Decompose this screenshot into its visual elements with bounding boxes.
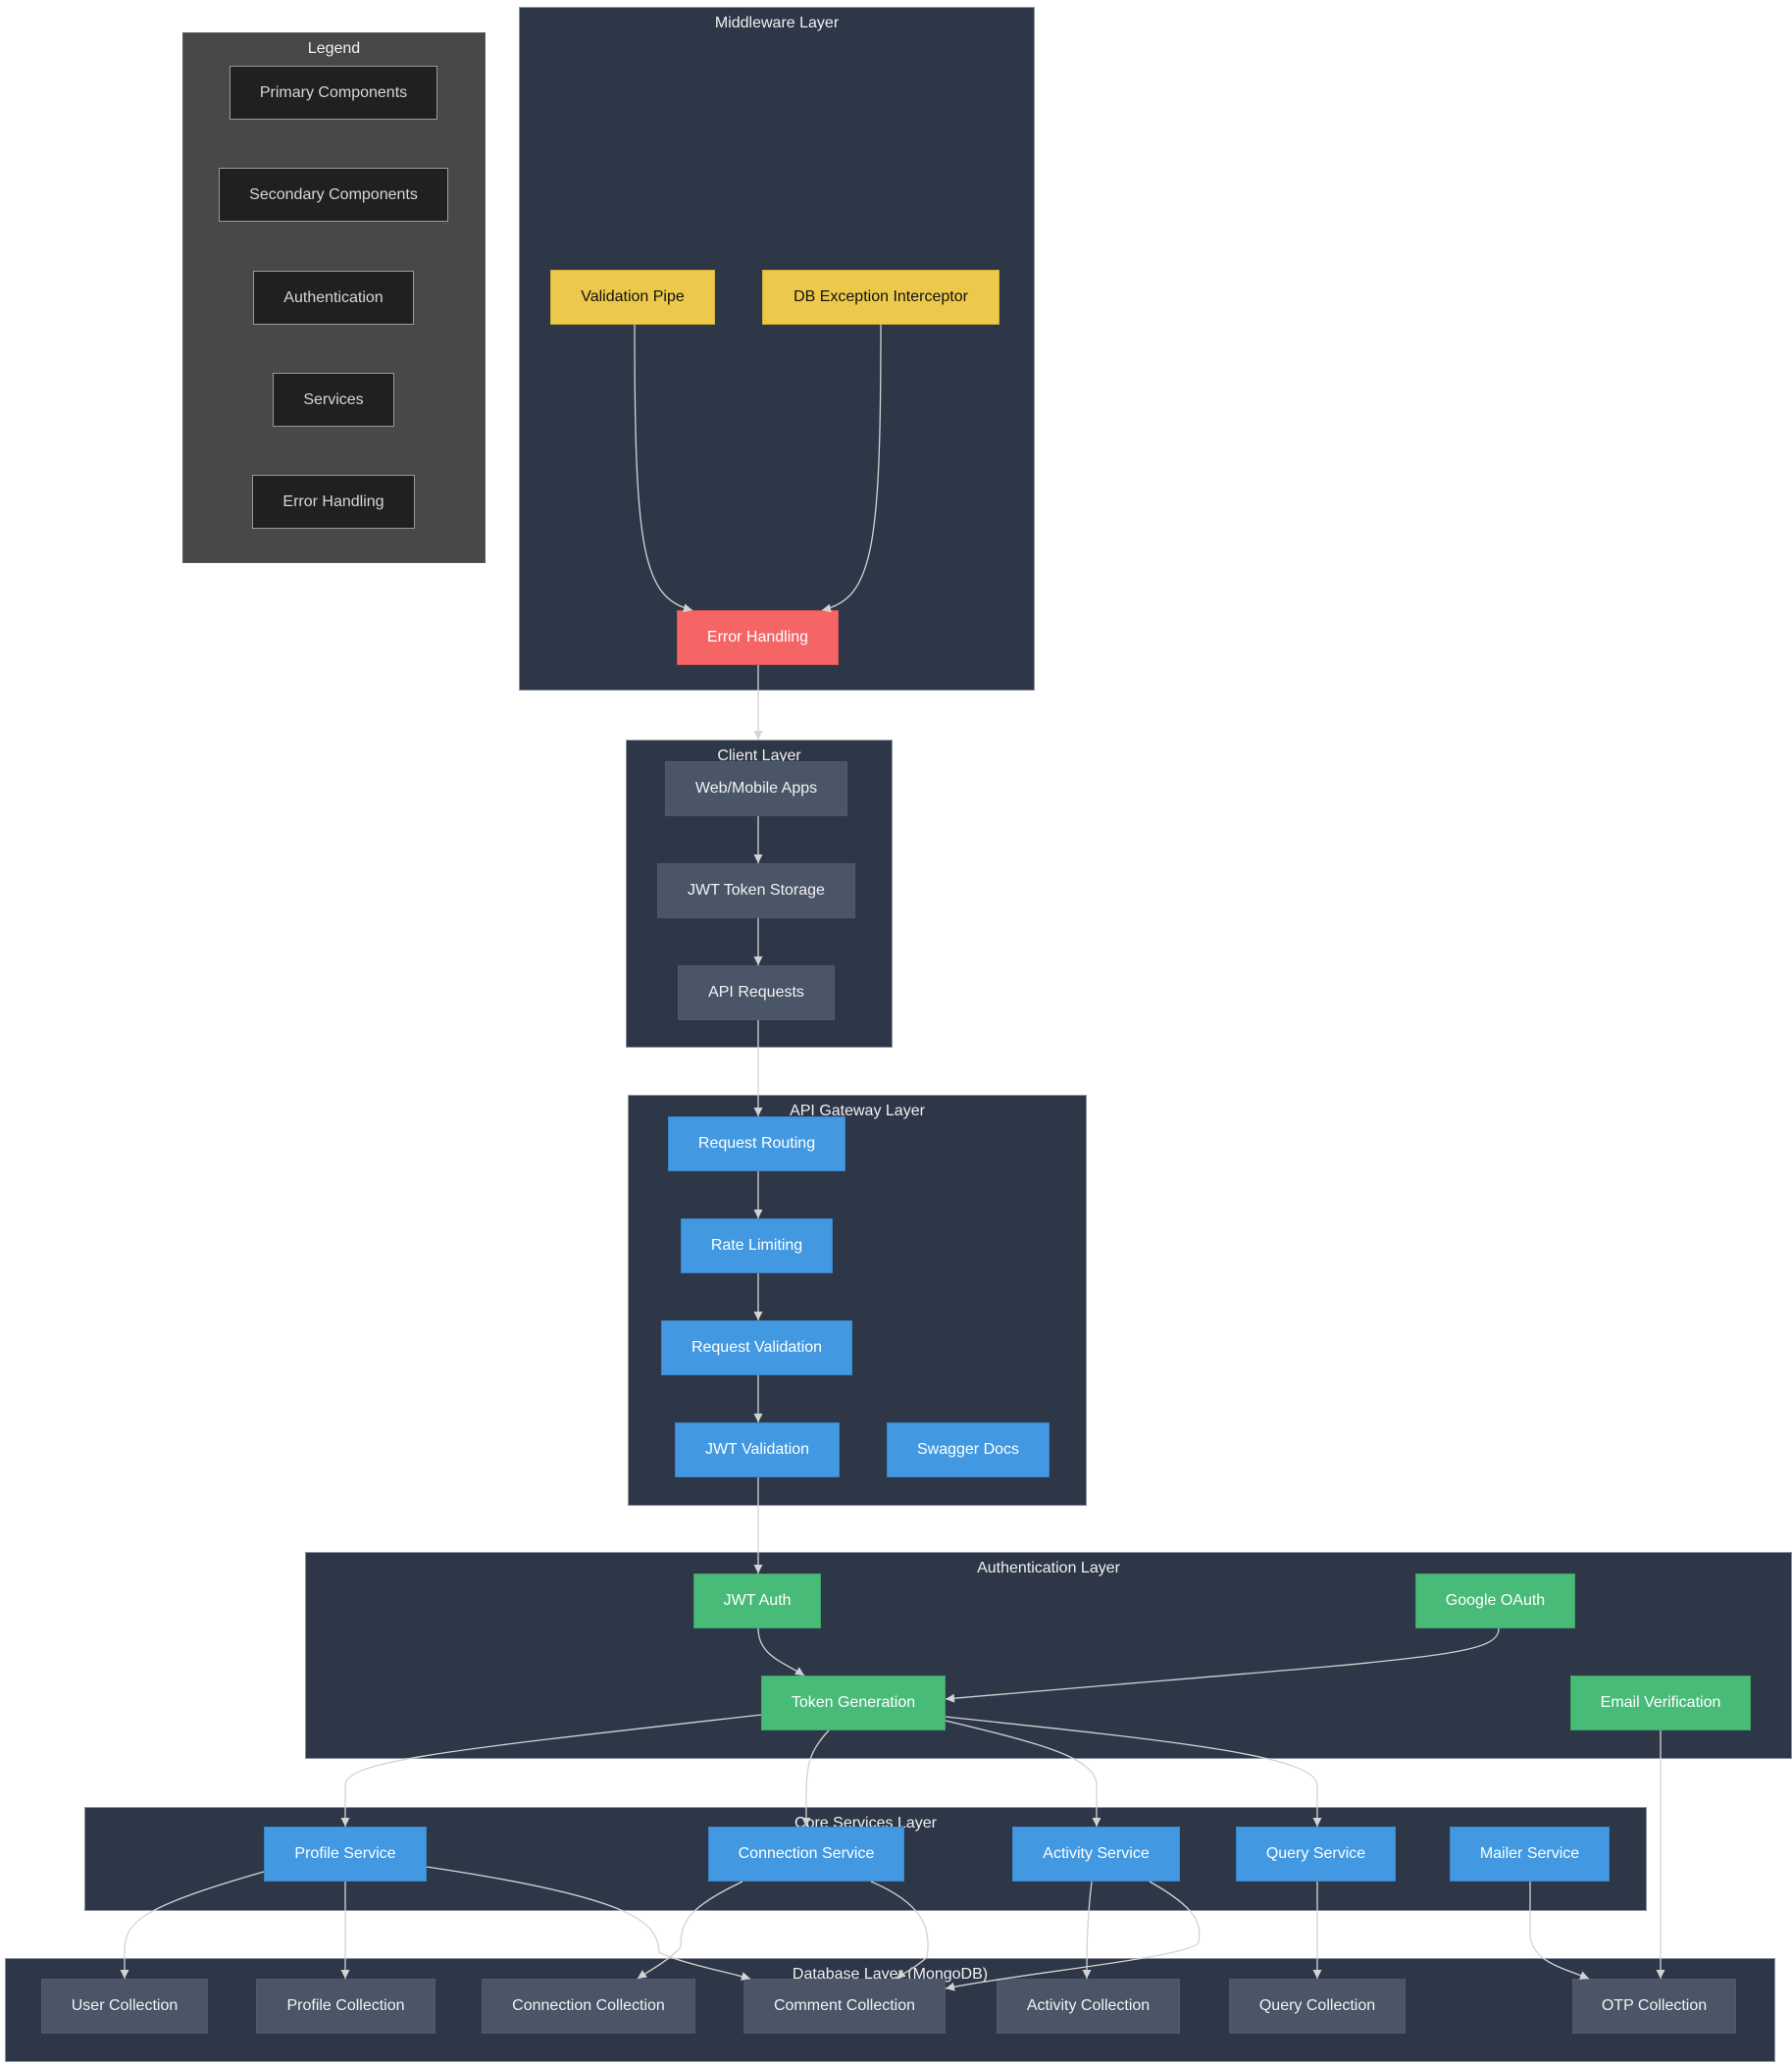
request-routing-node[interactable]: Request Routing (668, 1116, 845, 1171)
request-validation-node[interactable]: Request Validation (661, 1320, 852, 1375)
swagger-docs-node[interactable]: Swagger Docs (887, 1422, 1050, 1477)
token-generation-node[interactable]: Token Generation (761, 1676, 946, 1730)
connection-service-node[interactable]: Connection Service (708, 1827, 904, 1882)
jwt-auth-node[interactable]: JWT Auth (693, 1574, 821, 1628)
web-mobile-apps-node[interactable]: Web/Mobile Apps (665, 761, 847, 816)
middleware-layer-cluster: Middleware Layer (519, 7, 1035, 691)
legend-secondary-components: Secondary Components (219, 168, 448, 222)
activity-collection-node[interactable]: Activity Collection (997, 1979, 1180, 2034)
profile-service-node[interactable]: Profile Service (264, 1827, 427, 1882)
user-collection-node[interactable]: User Collection (41, 1979, 208, 2034)
arrowhead-icon (753, 731, 763, 740)
legend-title: Legend (307, 40, 361, 57)
legend-services: Services (273, 373, 394, 427)
rate-limiting-node[interactable]: Rate Limiting (681, 1218, 833, 1273)
authentication-layer-title: Authentication Layer (977, 1560, 1120, 1576)
jwt-token-storage-node[interactable]: JWT Token Storage (657, 863, 855, 918)
error-handling-node[interactable]: Error Handling (677, 610, 839, 665)
jwt-validation-node[interactable]: JWT Validation (675, 1422, 840, 1477)
middleware-layer-title: Middleware Layer (714, 15, 840, 31)
google-oauth-node[interactable]: Google OAuth (1415, 1574, 1575, 1628)
api-requests-node[interactable]: API Requests (678, 965, 835, 1020)
comment-collection-node[interactable]: Comment Collection (743, 1979, 946, 2034)
legend-primary-components: Primary Components (230, 66, 437, 120)
db-exception-interceptor-node[interactable]: DB Exception Interceptor (762, 270, 999, 325)
legend-authentication: Authentication (253, 271, 414, 325)
query-collection-node[interactable]: Query Collection (1229, 1979, 1406, 2034)
activity-service-node[interactable]: Activity Service (1012, 1827, 1180, 1882)
email-verification-node[interactable]: Email Verification (1570, 1676, 1751, 1730)
profile-collection-node[interactable]: Profile Collection (256, 1979, 435, 2034)
validation-pipe-node[interactable]: Validation Pipe (550, 270, 715, 325)
client-layer-title: Client Layer (717, 748, 801, 764)
api-gateway-layer-title: API Gateway Layer (790, 1103, 925, 1119)
otp-collection-node[interactable]: OTP Collection (1572, 1979, 1736, 2034)
mailer-service-node[interactable]: Mailer Service (1450, 1827, 1610, 1882)
connection-collection-node[interactable]: Connection Collection (482, 1979, 695, 2034)
legend-error-handling: Error Handling (252, 475, 415, 529)
query-service-node[interactable]: Query Service (1236, 1827, 1396, 1882)
